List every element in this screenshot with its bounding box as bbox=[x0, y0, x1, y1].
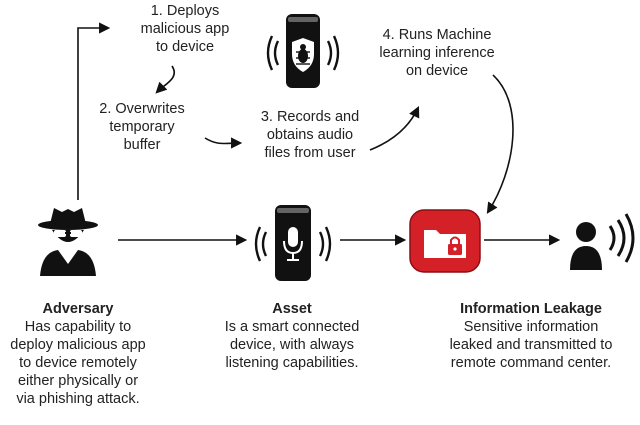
asset-title: Asset bbox=[272, 301, 312, 317]
arrow-step3-to-step4 bbox=[369, 105, 420, 151]
step2-line1: 2. Overwrites bbox=[99, 101, 185, 117]
leakage-title: Information Leakage bbox=[460, 301, 602, 317]
step1-line2: malicious app bbox=[140, 21, 230, 37]
person-listening-icon bbox=[570, 213, 635, 270]
speaker-bug-icon bbox=[266, 14, 340, 88]
step1-label: 1. Deploys malicious app to device bbox=[125, 2, 245, 56]
leakage-block: Information Leakage Sensitive informatio… bbox=[426, 300, 636, 372]
spy-icon bbox=[38, 208, 98, 276]
step1-line1: 1. Deploys bbox=[150, 3, 220, 19]
asset-desc-line: Is a smart connected bbox=[224, 319, 360, 335]
step3-line3: files from user bbox=[264, 145, 356, 161]
step3-line1: 3. Records and bbox=[260, 109, 360, 125]
leakage-desc-line: leaked and transmitted to bbox=[449, 337, 613, 353]
step4-line3: on device bbox=[405, 63, 469, 79]
asset-desc-line: listening capabilities. bbox=[225, 355, 359, 371]
arrow-step4-to-leakage bbox=[486, 74, 514, 214]
arrow-step1-to-step2 bbox=[155, 65, 175, 94]
asset-desc-line: device, with always bbox=[229, 337, 355, 353]
speaker-microphone-icon bbox=[254, 205, 332, 281]
step2-line2: temporary bbox=[109, 119, 175, 135]
step4-label: 4. Runs Machine learning inference on de… bbox=[362, 26, 512, 80]
adversary-desc-line: Has capability to bbox=[24, 319, 132, 335]
leakage-desc-line: Sensitive information bbox=[463, 319, 599, 335]
asset-block: Asset Is a smart connected device, with … bbox=[212, 300, 372, 372]
adversary-desc-line: via phishing attack. bbox=[16, 391, 140, 407]
adversary-desc-line: to device remotely bbox=[19, 355, 137, 371]
locked-folder-icon bbox=[409, 209, 481, 273]
step3-label: 3. Records and obtains audio files from … bbox=[246, 108, 374, 162]
adversary-desc-line: deploy malicious app bbox=[10, 337, 146, 353]
adversary-desc-line: either physically or bbox=[17, 373, 139, 389]
arrow-step2-to-step3 bbox=[204, 137, 243, 149]
step4-line1: 4. Runs Machine bbox=[382, 27, 492, 43]
leakage-desc-line: remote command center. bbox=[450, 355, 612, 371]
arrow-adversary-to-step1 bbox=[77, 22, 111, 200]
step2-label: 2. Overwrites temporary buffer bbox=[82, 100, 202, 154]
step3-line2: obtains audio bbox=[266, 127, 354, 143]
adversary-title: Adversary bbox=[42, 301, 114, 317]
step4-line2: learning inference bbox=[379, 45, 495, 61]
step2-line3: buffer bbox=[123, 137, 161, 153]
step1-line3: to device bbox=[155, 39, 215, 55]
adversary-block: Adversary Has capability to deploy malic… bbox=[2, 300, 154, 408]
